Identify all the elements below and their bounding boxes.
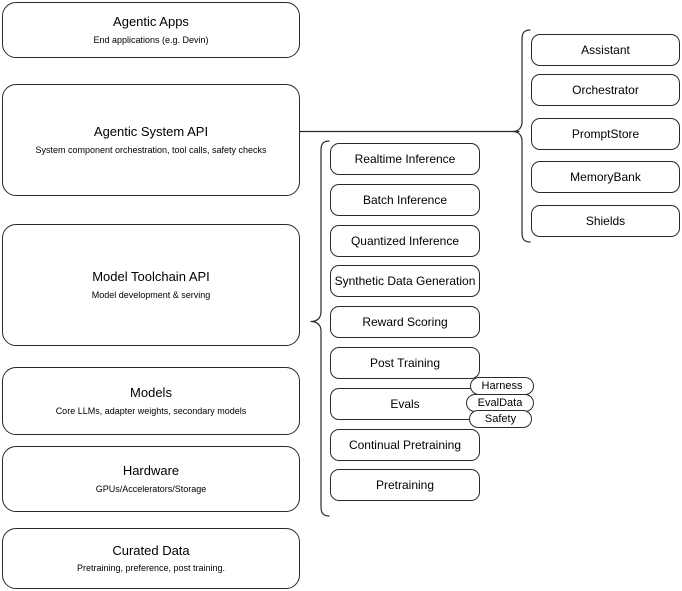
component-assistant[interactable]: Assistant	[531, 34, 680, 66]
component-shields[interactable]: Shields	[531, 205, 680, 237]
capability-label: Synthetic Data Generation	[334, 273, 476, 288]
capability-label: Pretraining	[375, 477, 435, 492]
capability-label: Evals	[390, 396, 420, 411]
layer-title: Hardware	[122, 463, 180, 479]
layer-agentic-system-api[interactable]: Agentic System API System component orch…	[2, 84, 300, 196]
layer-models[interactable]: Models Core LLMs, adapter weights, secon…	[2, 367, 300, 435]
capability-continual-pretraining[interactable]: Continual Pretraining	[330, 429, 480, 461]
layer-hardware[interactable]: Hardware GPUs/Accelerators/Storage	[2, 446, 300, 512]
capability-label: Reward Scoring	[362, 314, 448, 329]
capability-quantized-inference[interactable]: Quantized Inference	[330, 225, 480, 257]
capability-label: Post Training	[369, 355, 441, 370]
layer-subtitle: Model development & serving	[91, 289, 211, 300]
capability-label: Continual Pretraining	[348, 437, 462, 452]
capability-label: Quantized Inference	[350, 233, 460, 248]
capability-post-training[interactable]: Post Training	[330, 347, 480, 379]
component-label: Shields	[585, 213, 626, 228]
eval-pill-harness[interactable]: Harness	[470, 377, 534, 395]
capability-batch-inference[interactable]: Batch Inference	[330, 184, 480, 216]
layer-title: Models	[130, 385, 172, 401]
capability-reward-scoring[interactable]: Reward Scoring	[330, 306, 480, 338]
layer-subtitle: GPUs/Accelerators/Storage	[95, 483, 207, 494]
component-memorybank[interactable]: MemoryBank	[531, 161, 680, 193]
component-label: MemoryBank	[570, 169, 641, 184]
capability-synthetic-data-generation[interactable]: Synthetic Data Generation	[330, 265, 480, 297]
component-label: Assistant	[581, 42, 630, 57]
layer-title: Agentic System API	[93, 124, 209, 140]
capability-evals[interactable]: Evals	[330, 388, 480, 420]
toolchain-capabilities-brace	[310, 140, 330, 517]
component-label: Orchestrator	[572, 82, 639, 97]
eval-pill-safety[interactable]: Safety	[469, 410, 532, 428]
capability-label: Realtime Inference	[354, 151, 456, 166]
layer-model-toolchain-api[interactable]: Model Toolchain API Model development & …	[2, 224, 300, 346]
layer-agentic-apps[interactable]: Agentic Apps End applications (e.g. Devi…	[2, 2, 300, 58]
layer-subtitle: System component orchestration, tool cal…	[35, 144, 267, 155]
capability-realtime-inference[interactable]: Realtime Inference	[330, 143, 480, 175]
component-label: PromptStore	[571, 126, 640, 141]
layer-title: Curated Data	[112, 542, 190, 558]
layer-subtitle: End applications (e.g. Devin)	[93, 34, 209, 45]
component-promptstore[interactable]: PromptStore	[531, 118, 680, 150]
capability-pretraining[interactable]: Pretraining	[330, 469, 480, 501]
layer-curated-data[interactable]: Curated Data Pretraining, preference, po…	[2, 528, 300, 589]
component-orchestrator[interactable]: Orchestrator	[531, 74, 680, 106]
layer-subtitle: Pretraining, preference, post training.	[76, 563, 226, 573]
layer-title: Agentic Apps	[113, 14, 189, 30]
capability-label: Batch Inference	[362, 192, 448, 207]
system-components-brace	[512, 29, 531, 243]
layer-title: Model Toolchain API	[92, 269, 210, 285]
layer-subtitle: Core LLMs, adapter weights, secondary mo…	[55, 405, 247, 416]
